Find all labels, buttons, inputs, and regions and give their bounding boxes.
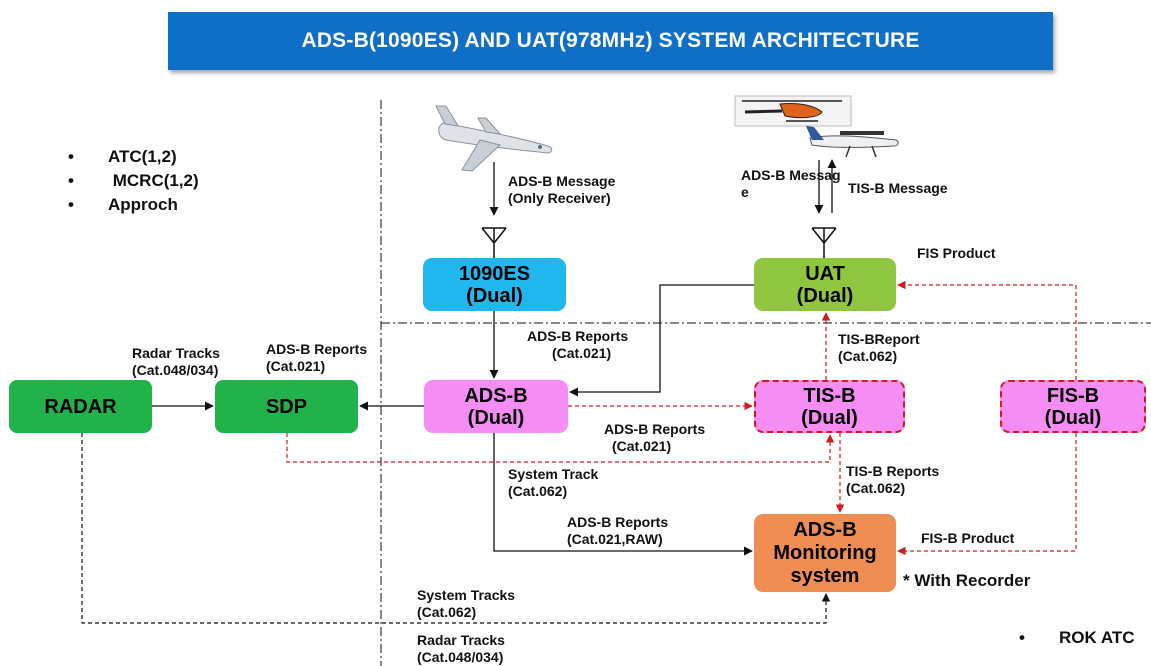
es1090-node: 1090ES(Dual)	[423, 258, 566, 311]
label-system-track: System Track(Cat.062)	[508, 466, 599, 499]
adsb-node: ADS-B(Dual)	[424, 380, 568, 433]
label-fisb-product: FIS-B Product	[921, 530, 1015, 546]
sdp-node: SDP	[215, 380, 358, 433]
helicopter-icon	[734, 95, 852, 127]
recorder-note: * With Recorder	[903, 571, 1031, 590]
message-arrows	[152, 159, 837, 556]
label-radar-tracks-sdp: Radar Tracks(Cat.048/034)	[132, 345, 220, 378]
radar-monitor-link	[81, 433, 831, 624]
label-system-tracks-bottom: System Tracks(Cat.062)	[417, 587, 516, 620]
page-title: ADS-B(1090ES) AND UAT(978MHz) SYSTEM ARC…	[301, 29, 920, 52]
legend-item-atc: •ATC(1,2)	[68, 147, 177, 166]
title-banner: ADS-B(1090ES) AND UAT(978MHz) SYSTEM ARC…	[168, 12, 1053, 70]
footer-item-rok-atc: •ROK ATC	[1019, 628, 1135, 647]
label-tisb-message: TIS-B Message	[848, 180, 948, 196]
antenna-icon	[481, 227, 507, 258]
airliner-icon	[435, 105, 553, 172]
antenna-icon	[811, 227, 837, 258]
label-adsb-reports-tisb: ADS-B Reports(Cat.021)	[604, 421, 706, 454]
legend-item-mcrc: • MCRC(1,2)	[68, 171, 199, 190]
small-plane-icon	[806, 126, 899, 158]
label-fis-product: FIS Product	[917, 245, 996, 261]
tisb-node: TIS-B(Dual)	[754, 380, 905, 433]
radar-node: RADAR	[9, 380, 152, 433]
label-adsb-reports-1090: ADS-B Reports(Cat.021)	[527, 328, 629, 361]
dashed-red-arrows	[286, 280, 1077, 556]
label-tisb-reports-mon: TIS-B Reports(Cat.062)	[846, 463, 940, 496]
label-adsb-reports-mon: ADS-B Reports(Cat.021,RAW)	[567, 514, 669, 547]
label-tisb-report-uat: TIS-BReport(Cat.062)	[838, 331, 920, 364]
fisb-node: FIS-B(Dual)	[1000, 380, 1146, 433]
uat-node: UAT(Dual)	[754, 258, 896, 311]
label-adsb-message-1090: ADS-B Message(Only Receiver)	[508, 173, 616, 206]
legend-item-approach: •Approch	[68, 195, 178, 214]
label-adsb-reports-sdp: ADS-B Reports(Cat.021)	[266, 341, 368, 374]
label-radar-tracks-bottom: Radar Tracks(Cat.048/034)	[417, 632, 505, 665]
